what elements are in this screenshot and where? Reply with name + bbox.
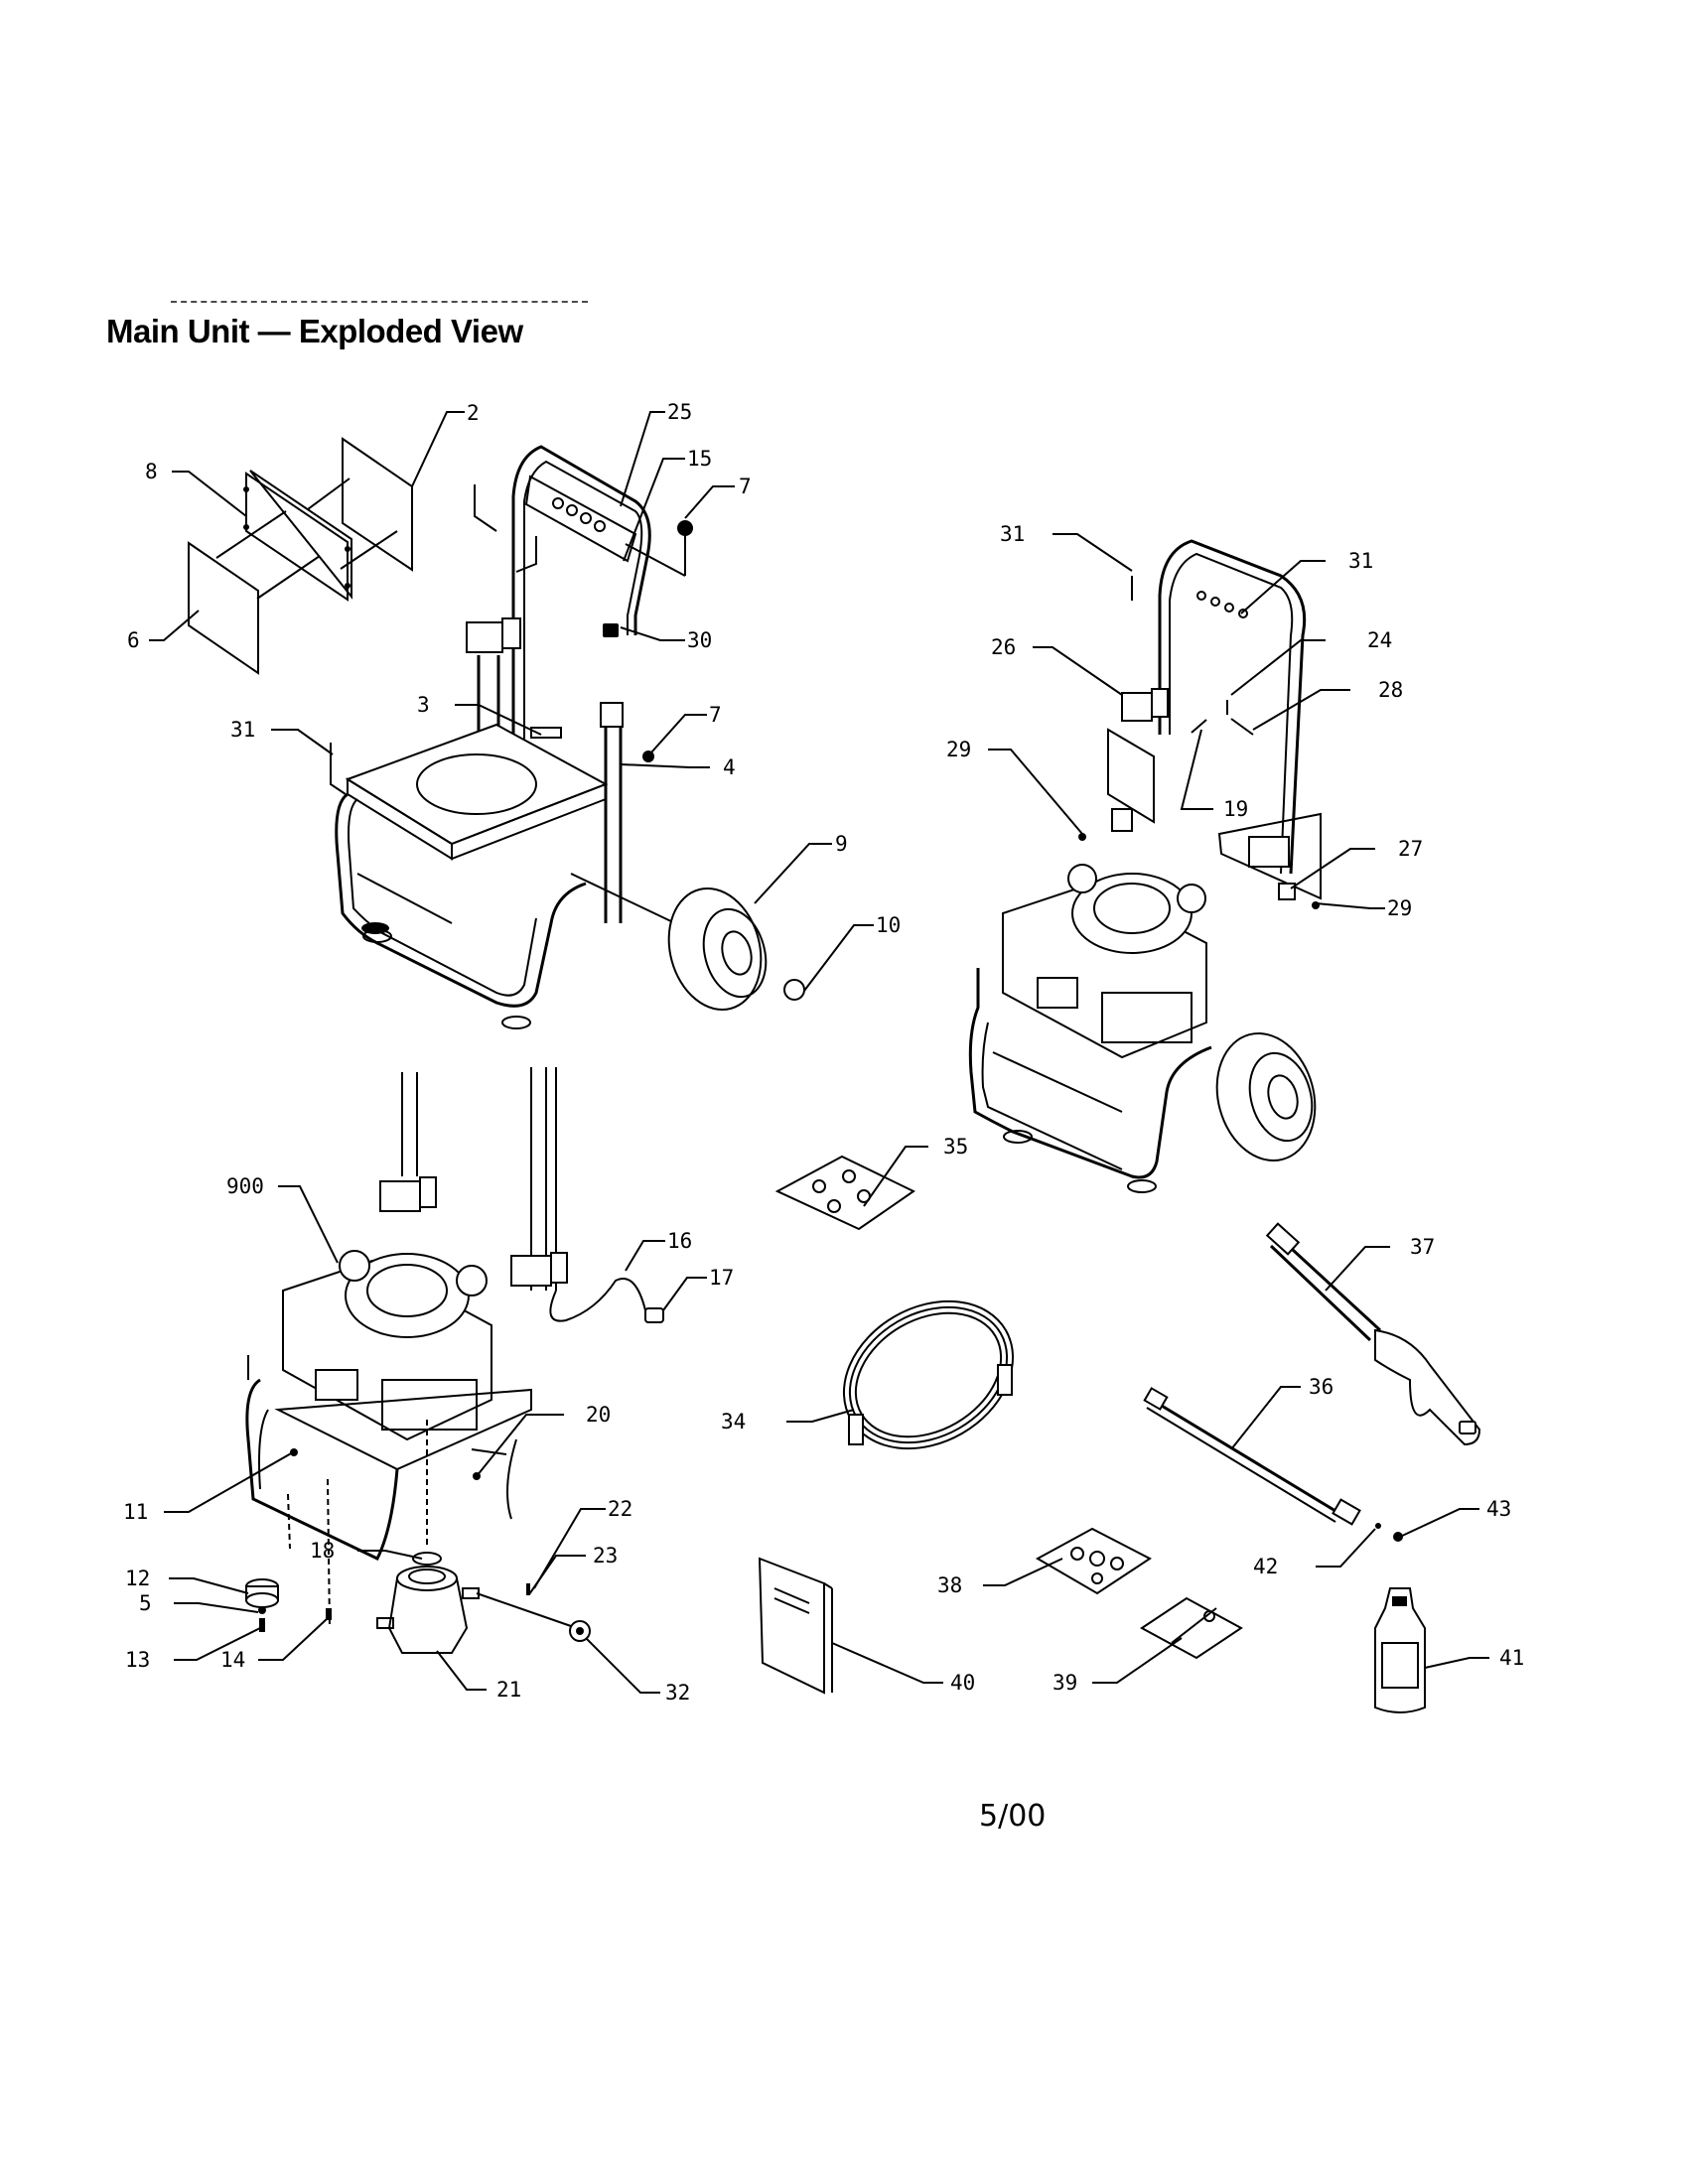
callout-34: 34: [721, 1410, 746, 1433]
o-ring-42: [1375, 1523, 1381, 1529]
pin-28: [1230, 718, 1254, 736]
panel-8: [245, 472, 349, 602]
wheel-9: [667, 887, 768, 1012]
callout-5: 5: [139, 1591, 152, 1615]
engine-pump-assembly: [245, 1067, 664, 1654]
callout-7: 7: [739, 475, 752, 498]
callout-13: 13: [125, 1648, 150, 1672]
frame-assembly-right: [968, 539, 1322, 1193]
cap-30: [603, 623, 619, 637]
control-panel-15: [524, 475, 637, 563]
callout-27: 27: [1398, 837, 1423, 861]
panel-2: [342, 437, 413, 572]
panel-assembly: [188, 437, 413, 675]
callout-39: 39: [1052, 1671, 1077, 1695]
bolt-19: [1191, 719, 1207, 734]
callout-25: 25: [667, 400, 692, 424]
nozzle-43: [1393, 1532, 1403, 1542]
hose-34: [842, 1299, 1015, 1450]
callout-35: 35: [943, 1135, 968, 1159]
callout-31b: 31: [1000, 522, 1025, 546]
callout-31: 31: [230, 718, 255, 742]
spray-gun-37: [1265, 1222, 1481, 1446]
callout-19: 19: [1223, 797, 1248, 821]
callout-40: 40: [950, 1671, 975, 1695]
header-rule: [171, 301, 588, 303]
wheel-assembled: [1215, 1031, 1317, 1162]
engine-900: [282, 1250, 492, 1441]
bracket-27a: [1248, 836, 1290, 868]
callout-7b: 7: [709, 703, 722, 727]
callout-29b: 29: [1387, 896, 1412, 920]
callout-18: 18: [310, 1539, 335, 1563]
hub-cap-10: [783, 979, 805, 1001]
callout-labels: 2 25 15 7 8 6 30 3 7 31 4 9 10 31 31 26 …: [123, 400, 1524, 1705]
cord-17: [644, 1307, 664, 1323]
callout-8: 8: [145, 460, 158, 483]
clip-27: [1278, 883, 1296, 900]
callout-2: 2: [467, 401, 480, 425]
callout-14: 14: [220, 1648, 245, 1672]
callout-30: 30: [687, 628, 712, 652]
engine-assembled: [1002, 864, 1207, 1059]
accessories: [758, 1155, 1481, 1713]
callout-31c: 31: [1348, 549, 1373, 573]
callout-36: 36: [1309, 1375, 1333, 1399]
callout-41: 41: [1499, 1646, 1524, 1670]
callout-21: 21: [496, 1678, 521, 1702]
callout-3: 3: [417, 693, 430, 717]
callout-20: 20: [586, 1403, 611, 1427]
panel-6: [188, 541, 259, 675]
callout-22: 22: [608, 1497, 632, 1521]
callout-42: 42: [1253, 1555, 1278, 1578]
frame-assembly-left: [330, 445, 805, 1029]
manual-40: [758, 1557, 825, 1695]
callout-15: 15: [687, 447, 712, 471]
leader-lines: [149, 411, 1489, 1694]
plate-3: [530, 727, 562, 739]
oil-bottle-41: [1374, 1587, 1426, 1713]
parts-bag-35: [774, 1155, 915, 1231]
nut-7: [642, 751, 654, 762]
handle-25: [511, 445, 651, 745]
callout-37: 37: [1410, 1235, 1435, 1259]
bracket-26: [1121, 692, 1153, 722]
callout-43: 43: [1486, 1497, 1511, 1521]
knob-7: [677, 520, 693, 536]
callout-9: 9: [835, 832, 848, 856]
page-title: Main Unit — Exploded View: [106, 313, 523, 349]
callout-6: 6: [127, 628, 140, 652]
callout-12: 12: [125, 1567, 150, 1590]
callout-26: 26: [991, 635, 1016, 659]
callout-900: 900: [226, 1174, 264, 1198]
callout-10: 10: [876, 913, 901, 937]
callout-11: 11: [123, 1500, 148, 1524]
callout-17: 17: [709, 1266, 734, 1290]
nozzle-kit-38: [1035, 1527, 1152, 1595]
callout-23: 23: [593, 1544, 618, 1568]
callout-38: 38: [937, 1573, 962, 1597]
revision-date: 5/00: [979, 1799, 1047, 1834]
bracket: [466, 621, 503, 653]
callout-16: 16: [667, 1229, 692, 1253]
deck: [345, 723, 609, 846]
callout-28: 28: [1378, 678, 1403, 702]
callout-32: 32: [665, 1681, 690, 1705]
callout-24: 24: [1367, 628, 1392, 652]
callout-4: 4: [723, 755, 736, 779]
pump-21: [376, 1566, 480, 1654]
callout-29: 29: [946, 738, 971, 761]
wand-36: [1151, 1398, 1341, 1516]
